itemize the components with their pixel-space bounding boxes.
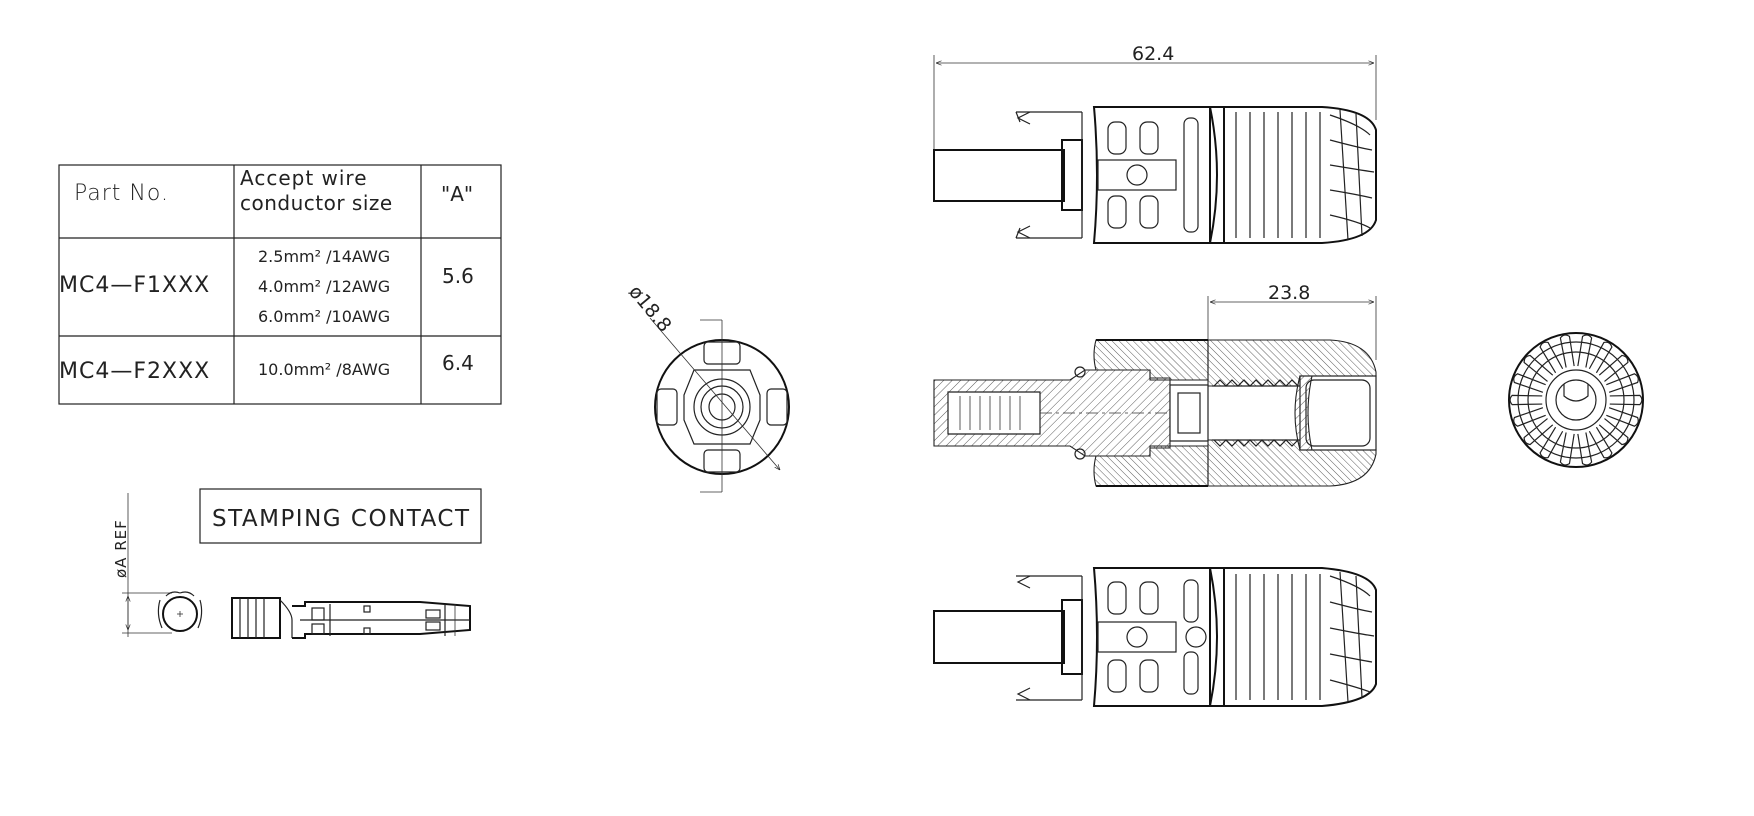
nut-ridge (1559, 432, 1575, 466)
ref-diameter-label: øA REF (112, 519, 130, 578)
row1-size-1: 2.5mm² /14AWG (258, 247, 390, 266)
stamping-contact-label: STAMPING CONTACT (212, 506, 471, 532)
nut-ridge (1513, 373, 1546, 393)
row2-a: 6.4 (442, 351, 474, 375)
header-conductor-size: conductor size (240, 191, 393, 215)
row1-part: MC4—F1XXX (59, 273, 210, 298)
nut-ridge (1598, 354, 1629, 382)
side-view-bottom (933, 567, 1377, 707)
stamping-contact-box: STAMPING CONTACT (199, 488, 482, 544)
nut-ridge (1523, 418, 1554, 446)
side-view-top: 62.4 (933, 43, 1377, 244)
nut-ridge (1539, 426, 1564, 459)
nut-ridge (1559, 334, 1575, 368)
row2-part: MC4—F2XXX (59, 359, 210, 384)
row1-size-2: 4.0mm² /12AWG (258, 277, 390, 296)
wire-size-table: Part No. Accept wire conductor size "A" … (58, 164, 502, 405)
row1-size-3: 6.0mm² /10AWG (258, 307, 390, 326)
nut-ridge (1577, 432, 1593, 466)
header-a: "A" (441, 182, 473, 206)
header-part-no: Part No. (74, 181, 169, 206)
section-view: 23.8 (933, 282, 1377, 487)
nut-ridge (1513, 407, 1546, 427)
nut-ridge (1509, 394, 1543, 406)
header-accept-wire: Accept wire (240, 166, 368, 190)
overall-length-dimension: 62.4 (1132, 43, 1174, 65)
nut-ridge (1606, 407, 1639, 427)
nut-ridge (1588, 341, 1613, 374)
nut-ridge (1539, 341, 1564, 374)
nut-ridge (1598, 418, 1629, 446)
front-end-view: ø18.8 (624, 281, 790, 493)
nut-ridge (1577, 334, 1593, 368)
contact-end-view: øA REF (112, 493, 203, 637)
nut-length-dimension: 23.8 (1268, 282, 1310, 304)
nut-ridge (1523, 354, 1554, 382)
row2-size-1: 10.0mm² /8AWG (258, 360, 390, 379)
nut-ridge (1588, 426, 1613, 459)
nut-ridge (1609, 394, 1643, 406)
row1-a: 5.6 (442, 264, 474, 288)
contact-side-view (231, 597, 471, 639)
diameter-dimension: ø18.8 (624, 281, 676, 336)
nut-grip-ridges (1509, 334, 1643, 466)
nut-end-view (1508, 332, 1644, 468)
nut-ridge (1606, 373, 1639, 393)
